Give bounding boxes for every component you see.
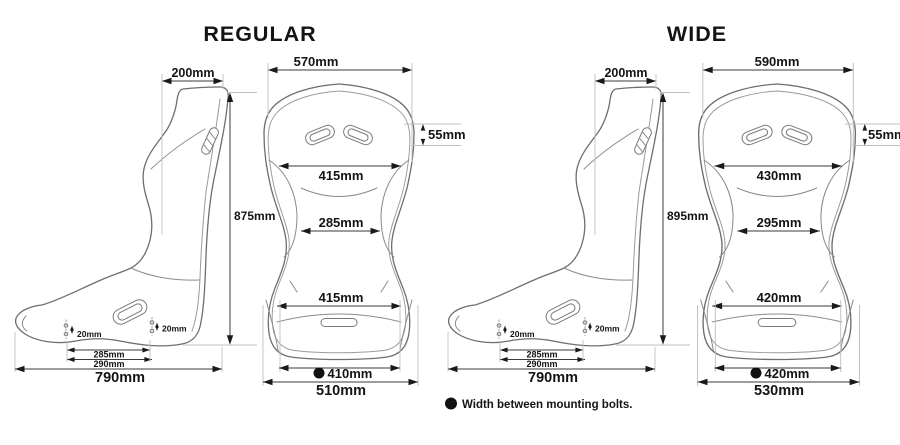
regular-side-view-drawing xyxy=(14,86,229,347)
wide-bolt-gap-front-label: 20mm xyxy=(510,329,535,339)
wide-side-view-drawing xyxy=(447,86,662,347)
wide-overall-width-label: 530mm xyxy=(754,383,804,399)
wide-title: WIDE xyxy=(667,22,727,46)
regular-mounting-bolt-width-label: 410mm xyxy=(328,366,373,381)
regular-bolt-span-inner-label: 285mm xyxy=(93,350,124,360)
regular-belt-hole-drop-label: 55mm xyxy=(428,127,466,142)
wide-side-dimension-lines xyxy=(448,74,690,372)
regular-overall-width-label: 510mm xyxy=(316,383,366,399)
wide-cushion-width-label: 420mm xyxy=(757,290,802,305)
wide-total-length-label: 790mm xyxy=(528,370,578,386)
wide-bolt-span-inner-label: 285mm xyxy=(526,350,557,360)
legend: Width between mounting bolts. xyxy=(445,397,632,411)
regular-cushion-width-label: 415mm xyxy=(319,290,364,305)
regular-side-dimension-lines xyxy=(15,74,257,372)
regular-bolt-width-bullet-icon xyxy=(313,367,325,379)
wide-side-top-width-label: 200mm xyxy=(604,66,647,80)
wide-side-height-label: 895mm xyxy=(667,209,708,223)
regular-front-top-width-label: 570mm xyxy=(294,54,339,69)
wide-belt-hole-drop-label: 55mm xyxy=(868,127,900,142)
regular-side-top-width-label: 200mm xyxy=(171,66,214,80)
regular-title: REGULAR xyxy=(203,22,316,46)
regular-bolt-gap-rear-label: 20mm xyxy=(162,324,187,334)
regular-bolt-gap-front-label: 20mm xyxy=(77,329,102,339)
regular-shoulder-width-label: 415mm xyxy=(319,168,364,183)
wide-bolt-width-bullet-icon xyxy=(750,367,762,379)
regular-seat-section: REGULAR 200mm 875mm 20mm 20mm 285mm 290m… xyxy=(15,22,466,399)
legend-bullet-icon xyxy=(445,397,457,410)
regular-total-length-label: 790mm xyxy=(95,370,145,386)
wide-shoulder-width-label: 430mm xyxy=(757,168,802,183)
wide-mounting-bolt-width-label: 420mm xyxy=(765,366,810,381)
regular-side-height-label: 875mm xyxy=(234,209,275,223)
legend-note: Width between mounting bolts. xyxy=(462,399,632,411)
wide-bolt-span-outer-label: 290mm xyxy=(526,359,557,369)
regular-waist-width-label: 285mm xyxy=(319,215,364,230)
regular-bolt-span-outer-label: 290mm xyxy=(93,359,124,369)
wide-seat-section: WIDE 200mm 895mm 20mm 20mm 285mm 290mm 7… xyxy=(448,22,900,399)
wide-front-top-width-label: 590mm xyxy=(755,54,800,69)
wide-waist-width-label: 295mm xyxy=(757,215,802,230)
wide-bolt-gap-rear-label: 20mm xyxy=(595,324,620,334)
